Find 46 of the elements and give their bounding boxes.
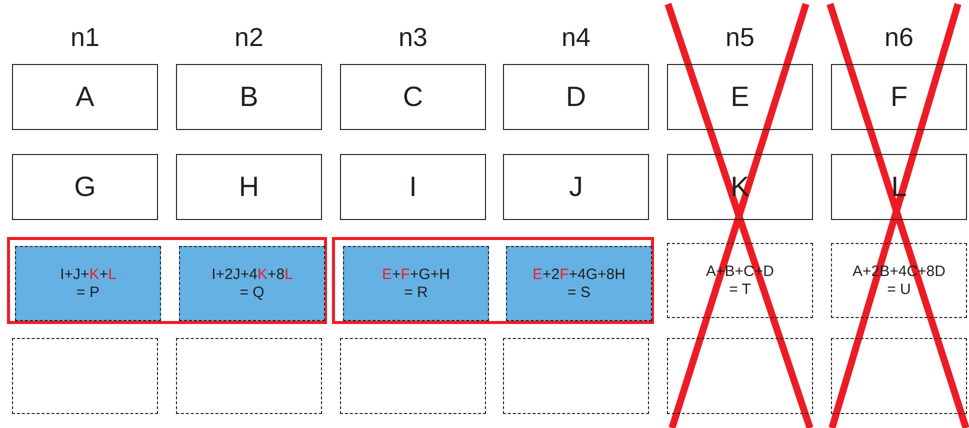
box-letter: C: [402, 80, 424, 114]
letter-box: [12, 64, 158, 130]
letter-box: [176, 64, 322, 130]
letter-box: [831, 64, 967, 130]
letter-box: [503, 64, 649, 130]
box-letter: H: [238, 170, 260, 204]
letter-box: [667, 64, 813, 130]
box-letter: B: [240, 80, 258, 114]
letter-box: [340, 154, 486, 220]
box-letter: G: [74, 170, 96, 204]
box-letter: J: [569, 170, 583, 204]
formula-box: [506, 246, 652, 321]
group-outline: [7, 237, 327, 324]
letter-box: [176, 154, 322, 220]
empty-slot: [12, 338, 158, 414]
empty-slot: [503, 338, 649, 414]
letter-box: [12, 154, 158, 220]
column-header: n5: [724, 22, 756, 53]
letter-box: [340, 64, 486, 130]
box-letter: D: [566, 80, 586, 114]
empty-slot: [667, 338, 813, 414]
letter-box: [667, 154, 813, 220]
letter-box: [503, 154, 649, 220]
empty-slot: [831, 338, 967, 414]
formula-text: I+J+K+L = P: [59, 266, 117, 302]
empty-slot: [340, 338, 486, 414]
formula-box: [831, 243, 967, 318]
column-header: n6: [884, 22, 914, 53]
formula-box: [667, 243, 813, 318]
box-letter: F: [890, 80, 908, 114]
column-header: n2: [234, 22, 264, 53]
formula-text: E+2F+4G+8H = S: [531, 266, 626, 302]
formula-text: I+2J+4K+8L = Q: [210, 266, 294, 302]
formula-box: [343, 246, 489, 321]
box-letter: I: [409, 170, 417, 204]
formula-text: E+F+G+H = R: [381, 266, 451, 302]
box-letter: E: [730, 80, 750, 114]
column-header: n3: [398, 22, 428, 53]
letter-box: [831, 154, 967, 220]
formula-box: [179, 246, 325, 321]
box-letter: A: [76, 80, 94, 114]
group-outline: [332, 237, 654, 324]
column-header: n1: [70, 22, 100, 53]
formula-box: [15, 246, 161, 321]
empty-slot: [176, 338, 322, 414]
column-header: n4: [560, 22, 592, 53]
